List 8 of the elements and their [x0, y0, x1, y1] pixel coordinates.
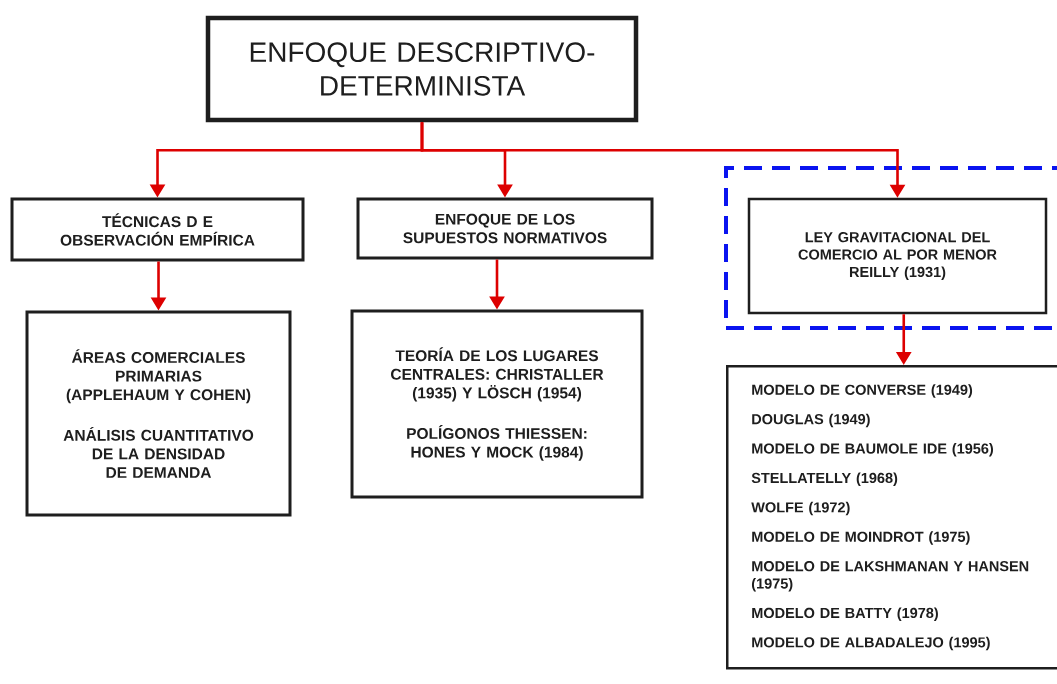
category-box: ENFOQUE DE LOS SUPUESTOS NORMATIVOS: [356, 197, 654, 260]
title-box: ENFOQUE DESCRIPTIVO-DETERMINISTA: [205, 15, 639, 123]
dashed-group-frame: [724, 166, 1057, 330]
content-box: ÁREAS COMERCIALES PRIMARIAS (APPLEHAUM Y COHEN) ANÁLISIS CUANTITATIVO DE LA DENSIDAD DE DEMANDA: [25, 310, 292, 517]
category-box: LEY GRAVITACIONAL DEL COMERCIO AL POR MENOR REILLY (1931): [747, 197, 1048, 315]
category-box: TÉCNICAS D E OBSERVACIÓN EMPÍRICA: [10, 197, 305, 262]
content-box: TEORÍA DE LOS LUGARES CENTRALES: CHRISTALLER (1935) Y LÖSCH (1954) POLÍGONOS THIESSEN: HONES Y MOCK (1984): [350, 309, 644, 499]
list-box: MODELO DE CONVERSE (1949) DOUGLAS (1949) MODELO DE BAUMOLE IDE (1956) STELLATELLY (1968) WOLFE (1972) MODELO DE MOINDROT (1975) MODELO DE LAKSHMANAN Y HANSEN (1975) MODELO DE BATTY (1978) MODELO DE ALBADALEJO (1995): [726, 365, 1057, 670]
